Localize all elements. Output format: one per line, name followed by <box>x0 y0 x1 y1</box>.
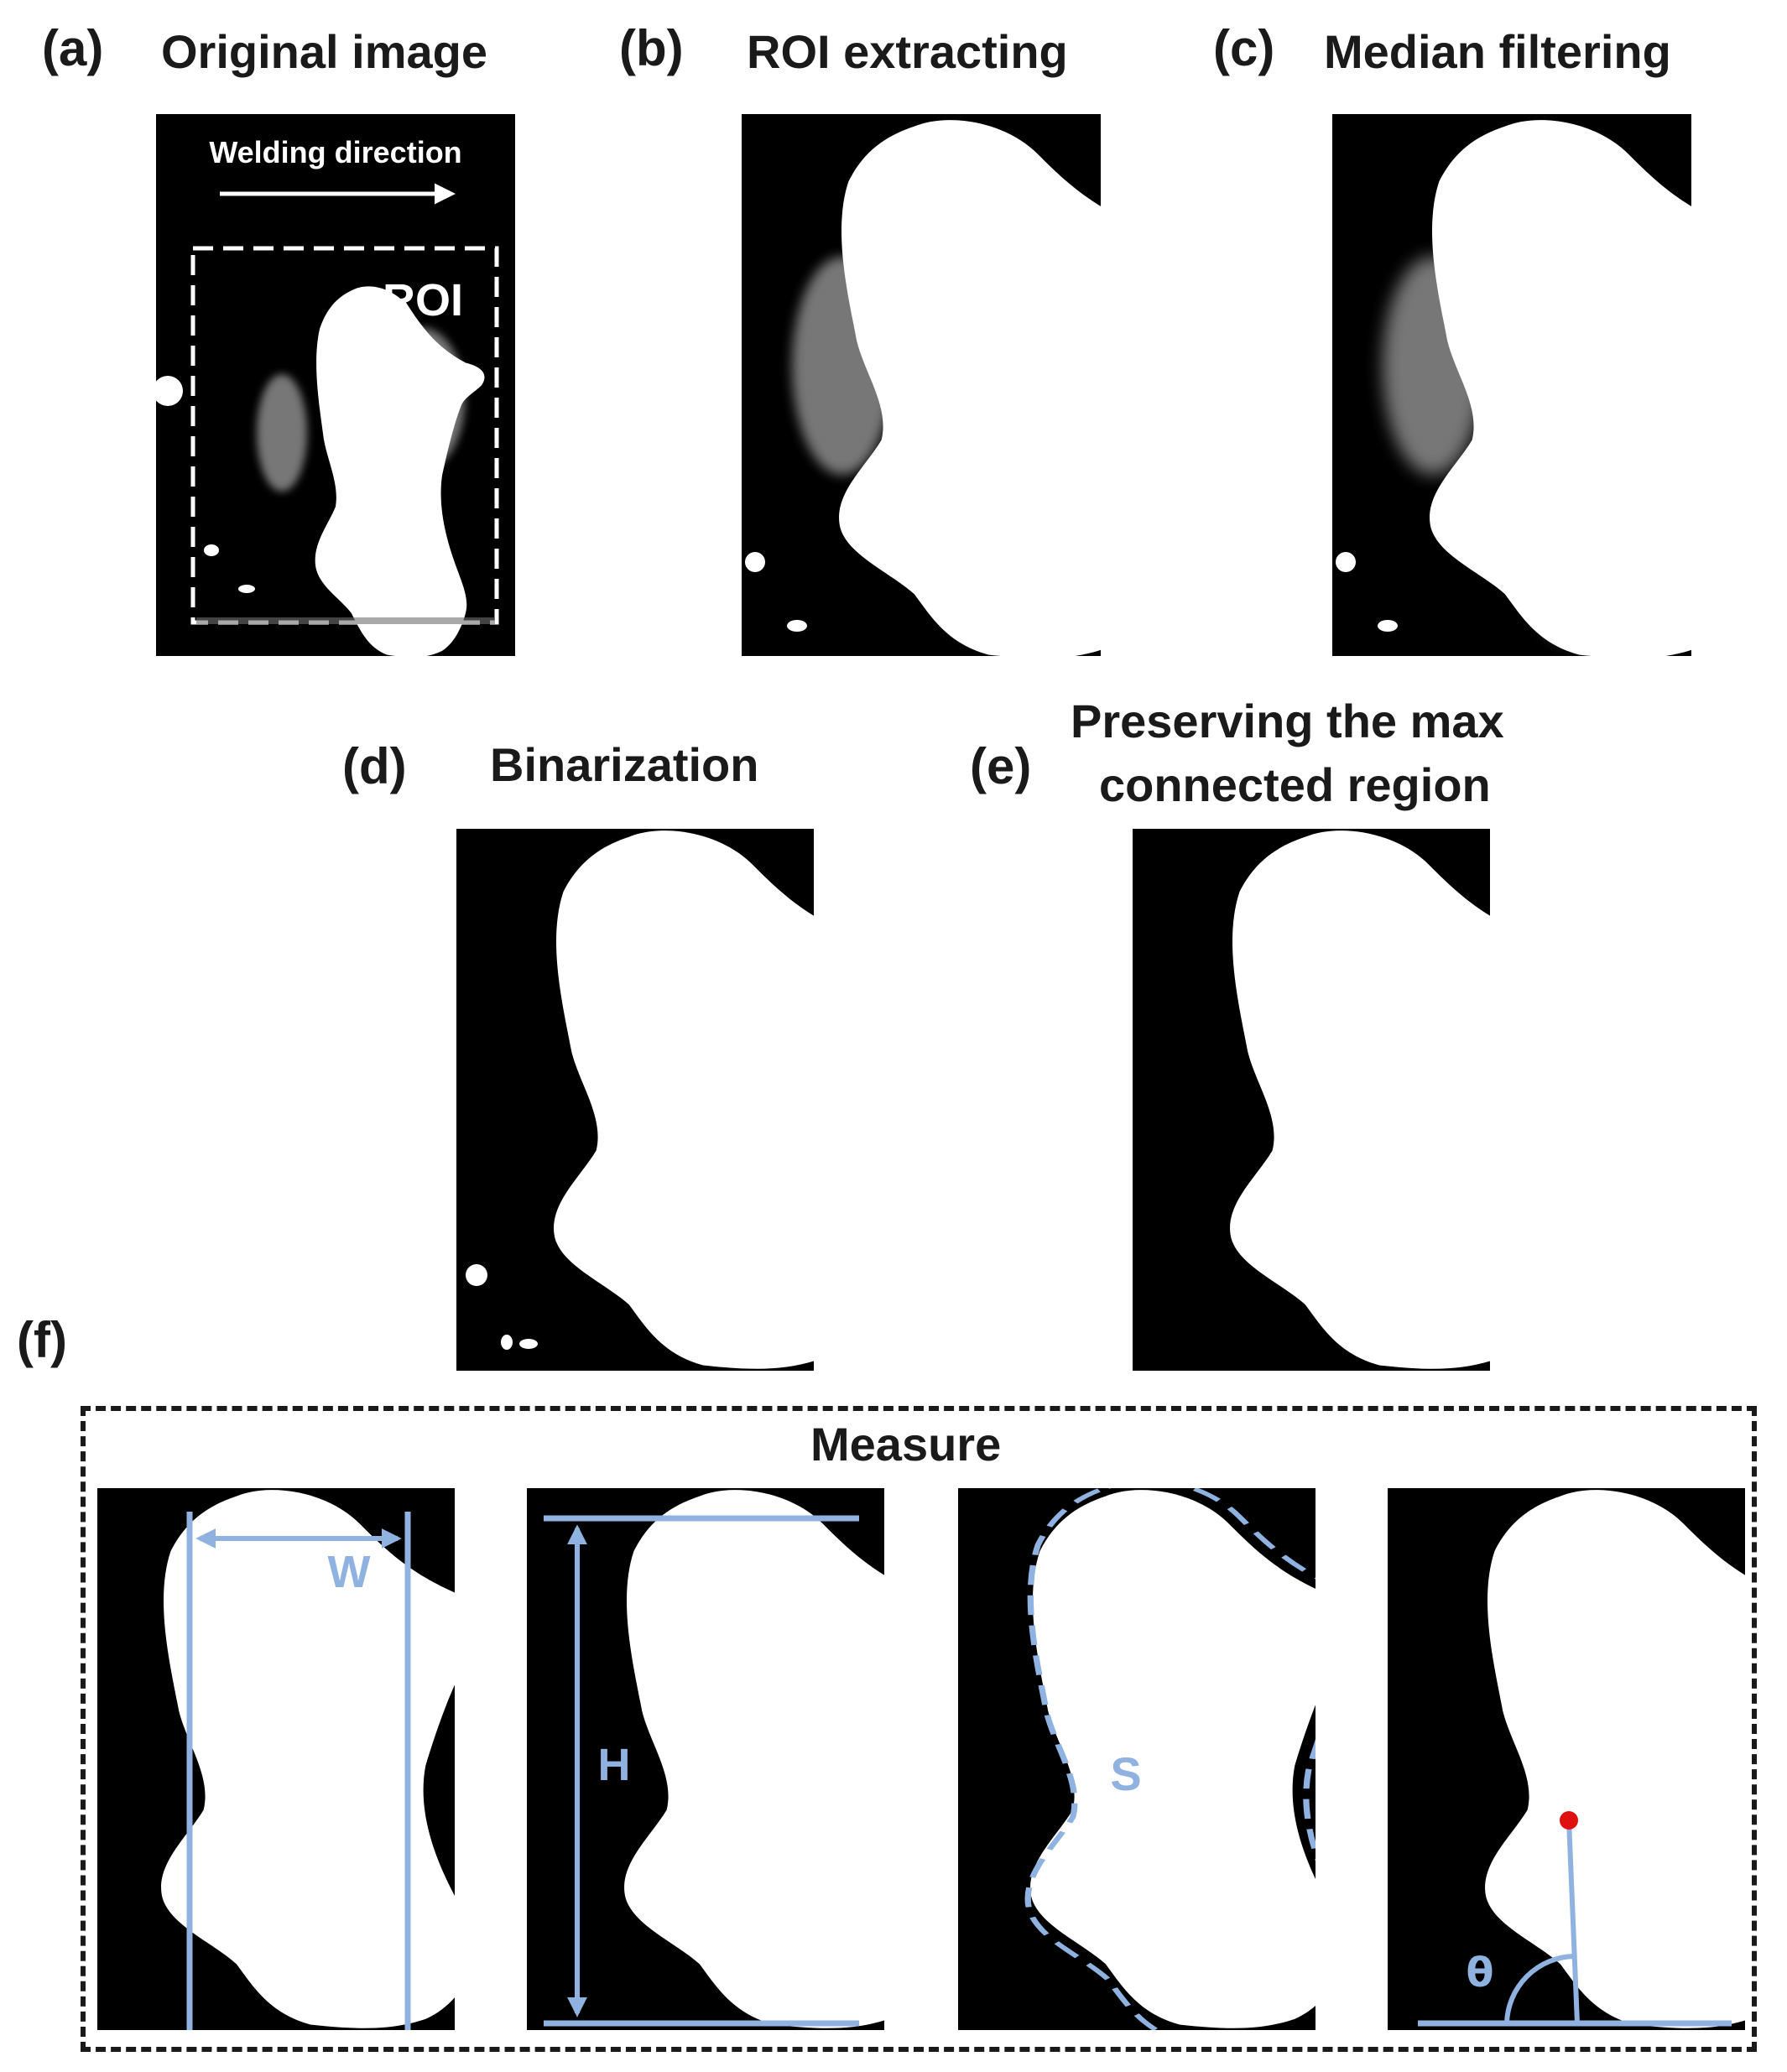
height-symbol: H <box>598 1740 631 1790</box>
median-filtering-graphic <box>1336 120 1691 656</box>
spatter-large <box>156 376 183 406</box>
label-a: (a) <box>42 20 104 76</box>
measure-width-graphic: W <box>161 1490 455 2030</box>
title-measure: Measure <box>810 1418 1002 1471</box>
measure-height-graphic: H <box>544 1490 884 2028</box>
panel-max-connected-region <box>1133 829 1490 1371</box>
measure-dashed-box <box>81 1406 1757 2052</box>
weld-pool-shape-a <box>315 286 485 656</box>
title-preserving-line2: connected region <box>1099 758 1491 811</box>
spatter-c-2 <box>1378 620 1398 632</box>
angle-arc <box>1504 1954 1575 2024</box>
panel-measure-angle: θ <box>1388 1488 1745 2030</box>
title-preserving-line1: Preserving the max <box>1071 695 1504 747</box>
panel-median-filtering <box>1332 114 1691 656</box>
panel-original-image: Welding direction ROI <box>156 114 515 656</box>
angle-centroid-line <box>1566 1820 1580 2024</box>
spatter-b-1 <box>745 552 765 572</box>
spatter-d-2 <box>501 1335 513 1350</box>
spatter-d-3 <box>519 1339 538 1349</box>
spatter-c-1 <box>1336 552 1356 572</box>
label-c: (c) <box>1213 20 1275 76</box>
base-plate-glow <box>196 617 495 624</box>
panel-measure-area: S <box>958 1488 1316 2030</box>
weld-pool-shape-c <box>1430 120 1691 656</box>
weld-pool-shape-f1 <box>161 1490 455 2028</box>
weld-pool-shape-f4 <box>1485 1490 1745 2028</box>
max-connected-region-graphic <box>1230 830 1490 1369</box>
label-f: (f) <box>17 1312 67 1368</box>
title-original-image: Original image <box>161 25 487 78</box>
roi-extracting-graphic <box>745 120 1101 656</box>
panel-roi-extracting <box>742 114 1101 656</box>
weld-pool-shape-d <box>554 830 814 1369</box>
binarization-graphic <box>466 830 814 1369</box>
weld-pool-shape-e <box>1230 830 1490 1369</box>
measure-angle-graphic: θ <box>1418 1490 1745 2028</box>
label-d: (d) <box>342 738 407 794</box>
label-e: (e) <box>970 738 1032 794</box>
panel-binarization <box>456 829 814 1371</box>
label-b: (b) <box>619 20 684 76</box>
original-image-graphic: Welding direction ROI <box>156 135 499 656</box>
area-symbol: S <box>1110 1747 1141 1800</box>
width-symbol: W <box>328 1547 371 1597</box>
spatter-small-2 <box>238 585 255 593</box>
weld-pool-shape-f2 <box>624 1490 884 2028</box>
title-median-filtering: Median filtering <box>1324 25 1671 78</box>
panel-measure-height: H <box>527 1488 884 2030</box>
weld-pool-shape-b <box>839 120 1101 656</box>
spatter-d-1 <box>466 1264 487 1286</box>
weld-pool-shape-f3 <box>1030 1490 1316 2028</box>
title-binarization: Binarization <box>490 738 759 791</box>
welding-direction-text: Welding direction <box>209 135 461 169</box>
title-roi-extracting: ROI extracting <box>747 25 1068 78</box>
spatter-b-2 <box>787 620 807 632</box>
angle-symbol: θ <box>1467 1950 1494 1997</box>
centroid-dot <box>1560 1811 1578 1830</box>
panel-measure-width: W <box>97 1488 455 2030</box>
spatter-small-1 <box>204 544 219 556</box>
measure-area-graphic: S <box>1024 1488 1316 2030</box>
